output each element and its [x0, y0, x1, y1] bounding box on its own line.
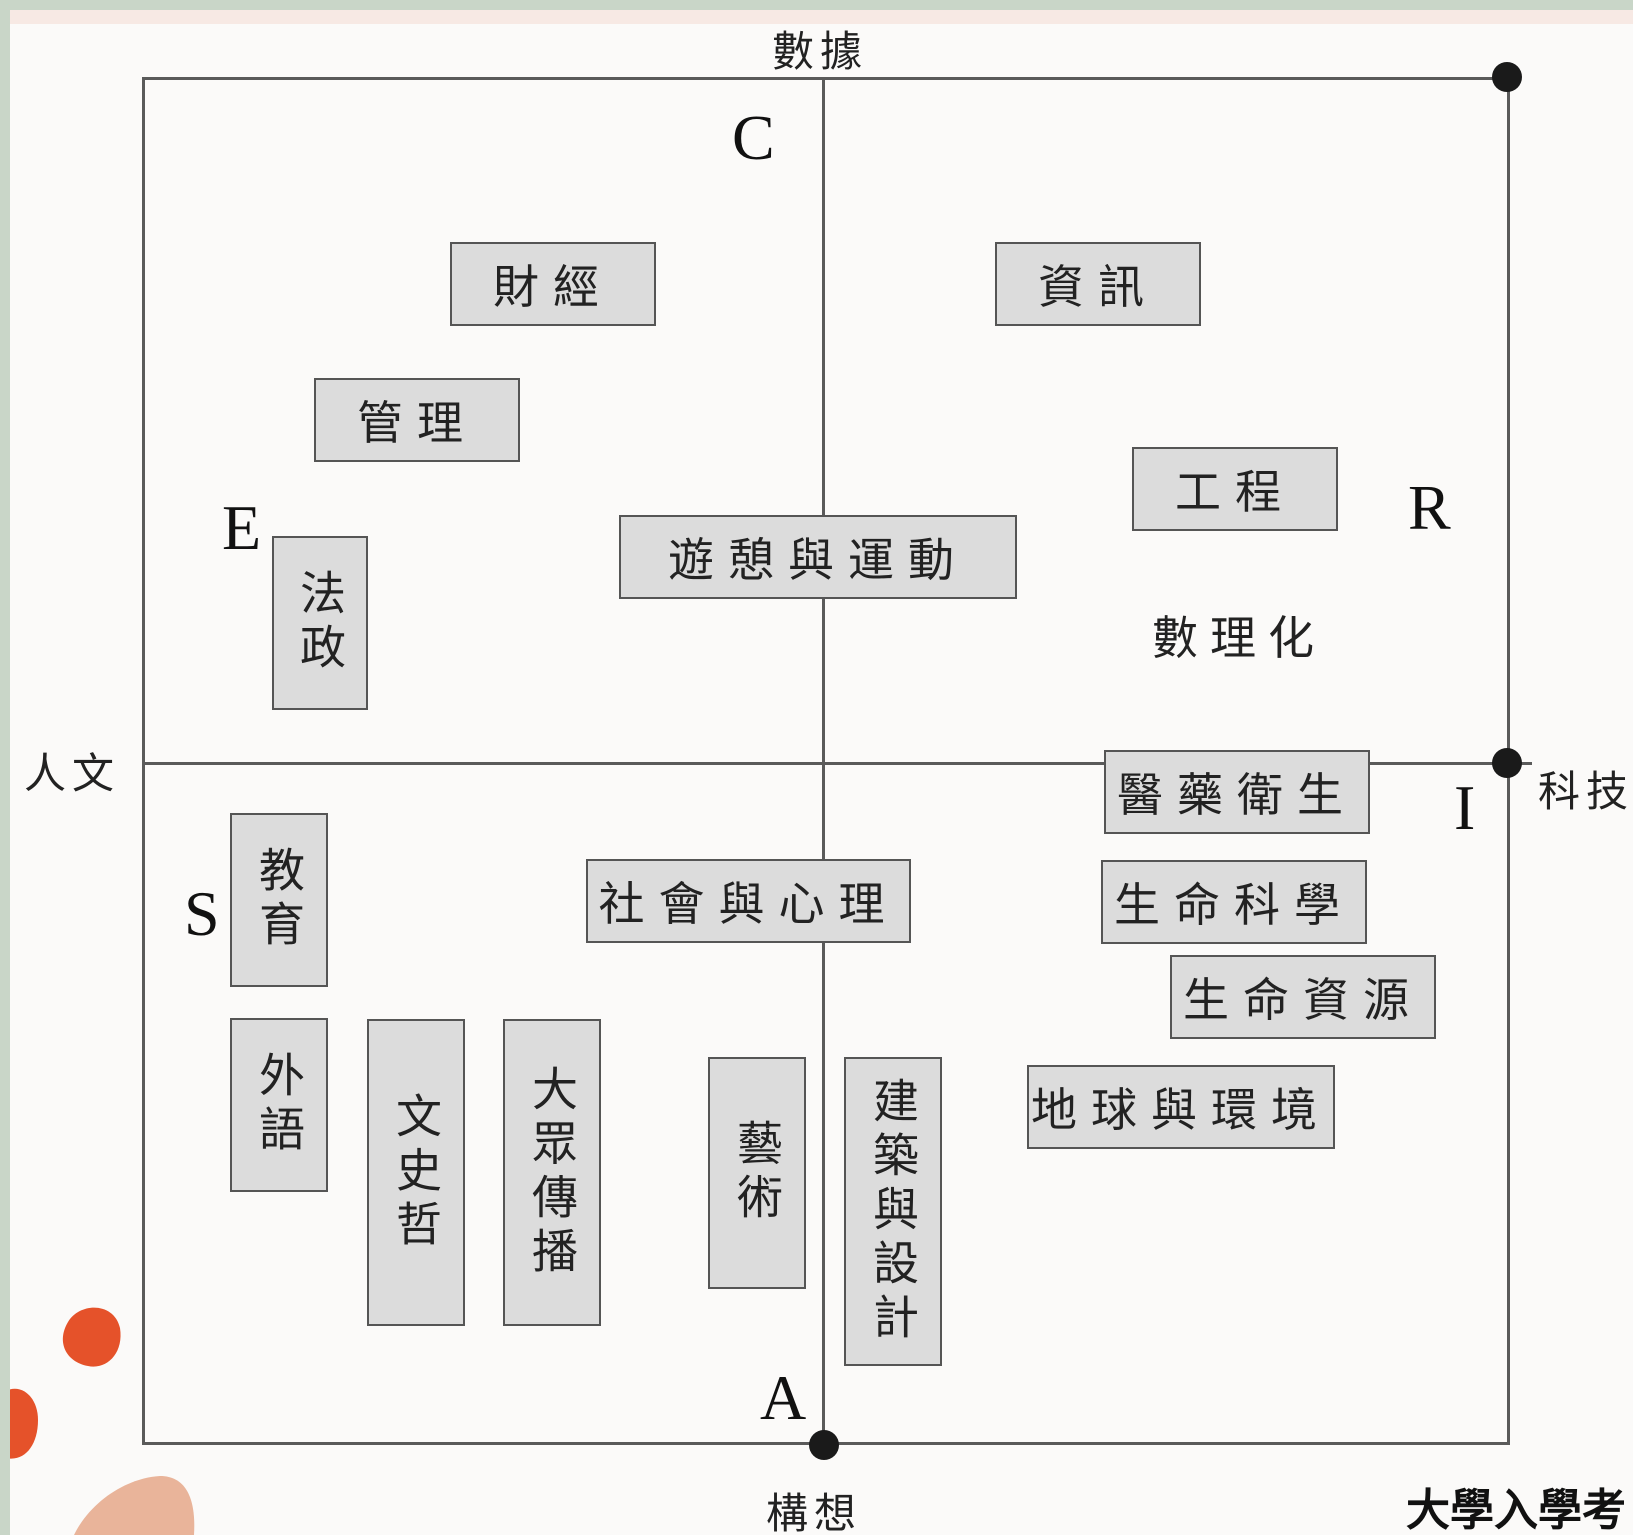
field-box-earth-environment: 地球與環境 — [1027, 1065, 1335, 1149]
type-letter-a: A — [760, 1362, 807, 1433]
source-caption: 大學入學考 — [1406, 1485, 1626, 1535]
axis-label-right: 科技 — [1538, 767, 1633, 816]
peach-blob — [74, 1476, 195, 1535]
axis-dot-top-right — [1492, 62, 1522, 92]
type-letter-e: E — [222, 492, 262, 563]
field-box-leisure-sports: 遊憩與運動 — [619, 515, 1017, 599]
type-letter-r: R — [1408, 472, 1451, 543]
decorative-blobs — [10, 1307, 195, 1535]
field-box-finance: 財經 — [450, 242, 656, 326]
vertical-axis — [822, 77, 825, 1445]
field-label-math-physics-chem: 數理化 — [1152, 611, 1326, 665]
type-letter-c: C — [732, 102, 775, 173]
orange-blob-2 — [10, 1388, 38, 1459]
axis-dot-bottom — [809, 1430, 839, 1460]
field-box-medicine-health: 醫藥衛生 — [1104, 750, 1370, 834]
field-box-arts: 藝術 — [708, 1057, 806, 1289]
axis-label-left: 人文 — [24, 749, 121, 798]
field-box-foreign-language: 外語 — [230, 1018, 328, 1192]
type-letter-i: I — [1454, 772, 1476, 843]
top-strip — [10, 10, 1633, 24]
field-box-engineering: 工程 — [1132, 447, 1338, 531]
field-box-mass-communication: 大眾傳播 — [503, 1019, 601, 1326]
field-box-information: 資訊 — [995, 242, 1201, 326]
axis-label-top: 數據 — [772, 27, 869, 76]
diagram-canvas: 數據 構想 人文 科技 C R E I S A 財經 資訊 管理 工程 法政 遊… — [10, 10, 1633, 1535]
horizontal-axis — [142, 762, 1532, 765]
axis-label-bottom: 構想 — [766, 1489, 863, 1535]
field-box-life-science: 生命科學 — [1101, 860, 1367, 944]
field-box-education: 教育 — [230, 813, 328, 987]
type-letter-s: S — [184, 878, 220, 949]
field-box-management: 管理 — [314, 378, 520, 462]
field-box-life-resources: 生命資源 — [1170, 955, 1436, 1039]
field-box-law-politics: 法政 — [272, 536, 368, 710]
field-box-architecture-design: 建築與設計 — [844, 1057, 942, 1366]
field-box-social-psychology: 社會與心理 — [586, 859, 911, 943]
orange-blob-1 — [62, 1307, 121, 1367]
field-box-literature-history-philosophy: 文史哲 — [367, 1019, 465, 1326]
axis-dot-right — [1492, 748, 1522, 778]
